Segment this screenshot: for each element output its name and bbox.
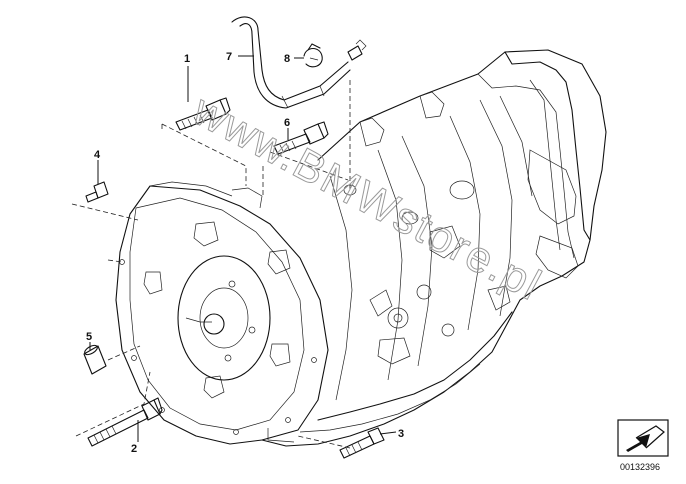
corner-arrow-icon xyxy=(617,419,669,457)
breather-hose-part-7 xyxy=(231,16,367,109)
bolt-part-4 xyxy=(85,181,109,203)
bolt-part-6 xyxy=(273,121,329,155)
leader-lines xyxy=(89,55,397,442)
bolt-part-3 xyxy=(339,427,385,459)
callout-label-3: 3 xyxy=(398,428,404,440)
callout-label-8: 8 xyxy=(284,53,290,65)
sleeve-part-5 xyxy=(83,344,107,375)
callout-labels: 1 2 3 4 5 6 7 8 xyxy=(86,51,404,455)
callout-label-1: 1 xyxy=(184,53,190,65)
callout-label-5: 5 xyxy=(86,331,92,343)
callout-label-4: 4 xyxy=(94,149,101,161)
callout-label-7: 7 xyxy=(226,51,232,63)
document-number: 00132396 xyxy=(620,462,660,472)
transmission-assembly xyxy=(261,49,607,447)
bolt-part-2 xyxy=(87,397,163,447)
callout-label-6: 6 xyxy=(284,117,290,129)
hose-clamp-part-8 xyxy=(303,43,323,68)
callout-label-2: 2 xyxy=(131,443,137,455)
bell-housing xyxy=(115,181,329,445)
bolt-part-1 xyxy=(175,97,231,131)
assembly-guide-lines xyxy=(71,80,351,449)
